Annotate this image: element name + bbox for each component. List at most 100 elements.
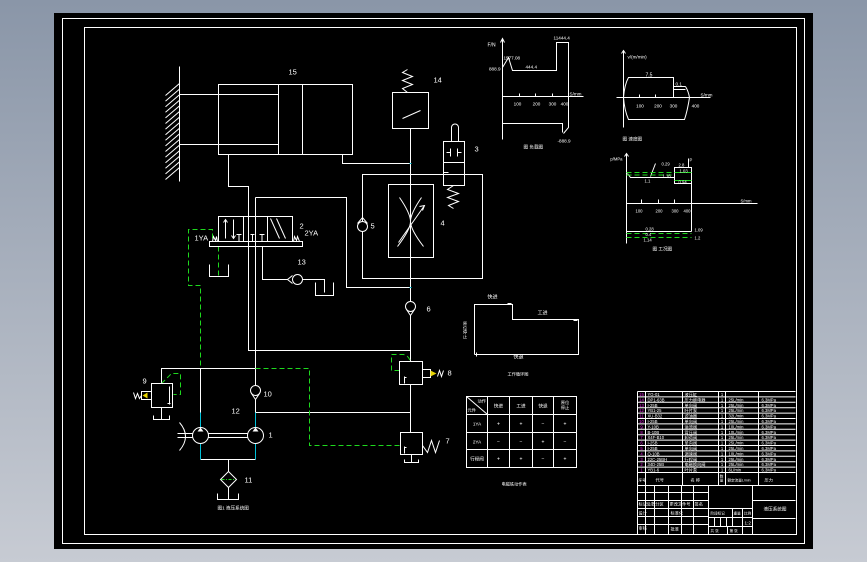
check-seat-icon bbox=[286, 275, 293, 284]
blocked-ports-icon bbox=[446, 148, 462, 157]
part-name: 液压缸 bbox=[685, 391, 698, 398]
part-no: 1 bbox=[640, 468, 643, 473]
sheet-index: 第 张 bbox=[730, 528, 739, 533]
solenoid-table-caption: 电磁铁动作表 bbox=[502, 481, 528, 488]
pipelines bbox=[161, 128, 412, 500]
signature-label: 签名 bbox=[695, 501, 703, 508]
fast-forward-label: 快进 bbox=[488, 294, 498, 301]
spring-icon bbox=[437, 368, 444, 379]
table-column-header: 快退 bbox=[538, 403, 548, 410]
designer-label: 设计 bbox=[639, 510, 647, 517]
part-qty: 1 bbox=[721, 468, 724, 473]
part-name: 行程阀 bbox=[685, 456, 698, 463]
title-block: 标记处数分区 更改文件号 签名 设计 标准化 审核 批准 阶段标记 重量 比例 … bbox=[637, 485, 796, 535]
unloading-valve: 7 bbox=[400, 432, 450, 463]
velocity-curve-return bbox=[623, 97, 690, 120]
directional-valve-label: 2 bbox=[300, 222, 304, 231]
part-code: Q-10B bbox=[648, 451, 660, 456]
condition-value: 1.09 bbox=[695, 228, 704, 233]
condition-value: 1.2 bbox=[695, 236, 701, 241]
part-no: 2 bbox=[640, 462, 643, 467]
solenoid-2-icon bbox=[293, 234, 300, 242]
load-x-tick-label: 200 bbox=[533, 102, 541, 107]
weight-label: 重量 bbox=[734, 511, 742, 516]
piston-rod bbox=[179, 94, 279, 145]
check-valve-5: 5 bbox=[357, 216, 375, 232]
load-chart-y-axis bbox=[500, 37, 505, 140]
header-item-number: 序号 bbox=[639, 478, 647, 483]
part-flow: 25L/min bbox=[729, 408, 745, 413]
pressure-curve-return bbox=[626, 183, 692, 232]
pilot-line-relief bbox=[161, 373, 181, 395]
part-code: X4F-B10 bbox=[648, 435, 665, 440]
scale-label: 比例 bbox=[744, 511, 752, 516]
home-stop-label: 原位停止 bbox=[463, 321, 468, 339]
check-ball-icon bbox=[357, 221, 368, 232]
back-pressure-valve-label: 8 bbox=[448, 369, 452, 378]
velocity-x-tick-label: 200 bbox=[654, 104, 662, 109]
table-cell: + bbox=[497, 457, 500, 463]
table-corner-element: 元件 bbox=[468, 407, 476, 414]
filter-icon bbox=[219, 470, 238, 489]
check-valve-6-label: 6 bbox=[427, 305, 431, 314]
oil-filter: 11 图1 液压系统图 bbox=[217, 470, 252, 512]
part-qty: 1 bbox=[721, 414, 724, 419]
load-chart-x-label: S/mm bbox=[570, 92, 582, 97]
check-valve-13: 13 bbox=[286, 258, 306, 285]
check-seat-icon bbox=[251, 393, 260, 401]
load-start-value: 888.9 bbox=[489, 67, 501, 72]
part-flow: 25L/min bbox=[729, 441, 745, 446]
parts-list-columns bbox=[645, 391, 759, 486]
part-no: 10 bbox=[639, 419, 644, 424]
cross-arrows-icon bbox=[270, 218, 286, 239]
spring-icon bbox=[422, 438, 440, 455]
table-row-label: 行程阀 bbox=[470, 456, 484, 463]
part-no: 8 bbox=[640, 430, 643, 435]
condition-x-tick-label: 200 bbox=[656, 209, 664, 214]
flow-curve-forward bbox=[626, 172, 675, 176]
condition-value: 1.14 bbox=[644, 238, 653, 243]
speed-valve-body bbox=[388, 184, 434, 258]
table-cell: + bbox=[542, 440, 545, 446]
valve-position-dividers bbox=[243, 216, 268, 242]
part-flow: 10L/min bbox=[729, 424, 745, 429]
part-no: 15 bbox=[639, 392, 644, 397]
check-ball-icon bbox=[405, 301, 416, 312]
velocity-feed-value: 0.1 bbox=[676, 82, 683, 87]
check-valve-5-label: 5 bbox=[371, 222, 375, 231]
load-return-value: -888.9 bbox=[558, 139, 571, 144]
check-ball-icon bbox=[292, 274, 303, 285]
valve-base bbox=[209, 241, 303, 247]
load-chart: F/N 1577.08 888.9 444.4 11444.4 -888.9 1… bbox=[488, 36, 584, 151]
back-pressure-valve: 8 bbox=[399, 361, 452, 385]
part-name: 调速阀 bbox=[685, 450, 698, 457]
condition-x-tick-label: 300 bbox=[672, 209, 680, 214]
part-name: 单向阀 bbox=[685, 445, 698, 452]
suction-tank-icon bbox=[217, 493, 239, 500]
header-code: 代号 bbox=[656, 477, 664, 484]
throttle-orifice-icon bbox=[397, 197, 424, 247]
pump-small-flow-triangle bbox=[252, 427, 259, 432]
part-name: 叶片泵 bbox=[685, 467, 698, 474]
pilot-lines bbox=[161, 229, 411, 446]
table-cell: − bbox=[542, 422, 545, 428]
part-pressure: 6.3MPa bbox=[762, 468, 777, 473]
tank-icon bbox=[153, 407, 170, 420]
check-seat-icon bbox=[357, 216, 368, 224]
table-cell: + bbox=[520, 457, 523, 463]
part-code: I-25B bbox=[648, 446, 658, 451]
table-cell: − bbox=[542, 457, 545, 463]
pipe-return-line bbox=[262, 246, 325, 293]
part-no: 11 bbox=[639, 414, 644, 419]
